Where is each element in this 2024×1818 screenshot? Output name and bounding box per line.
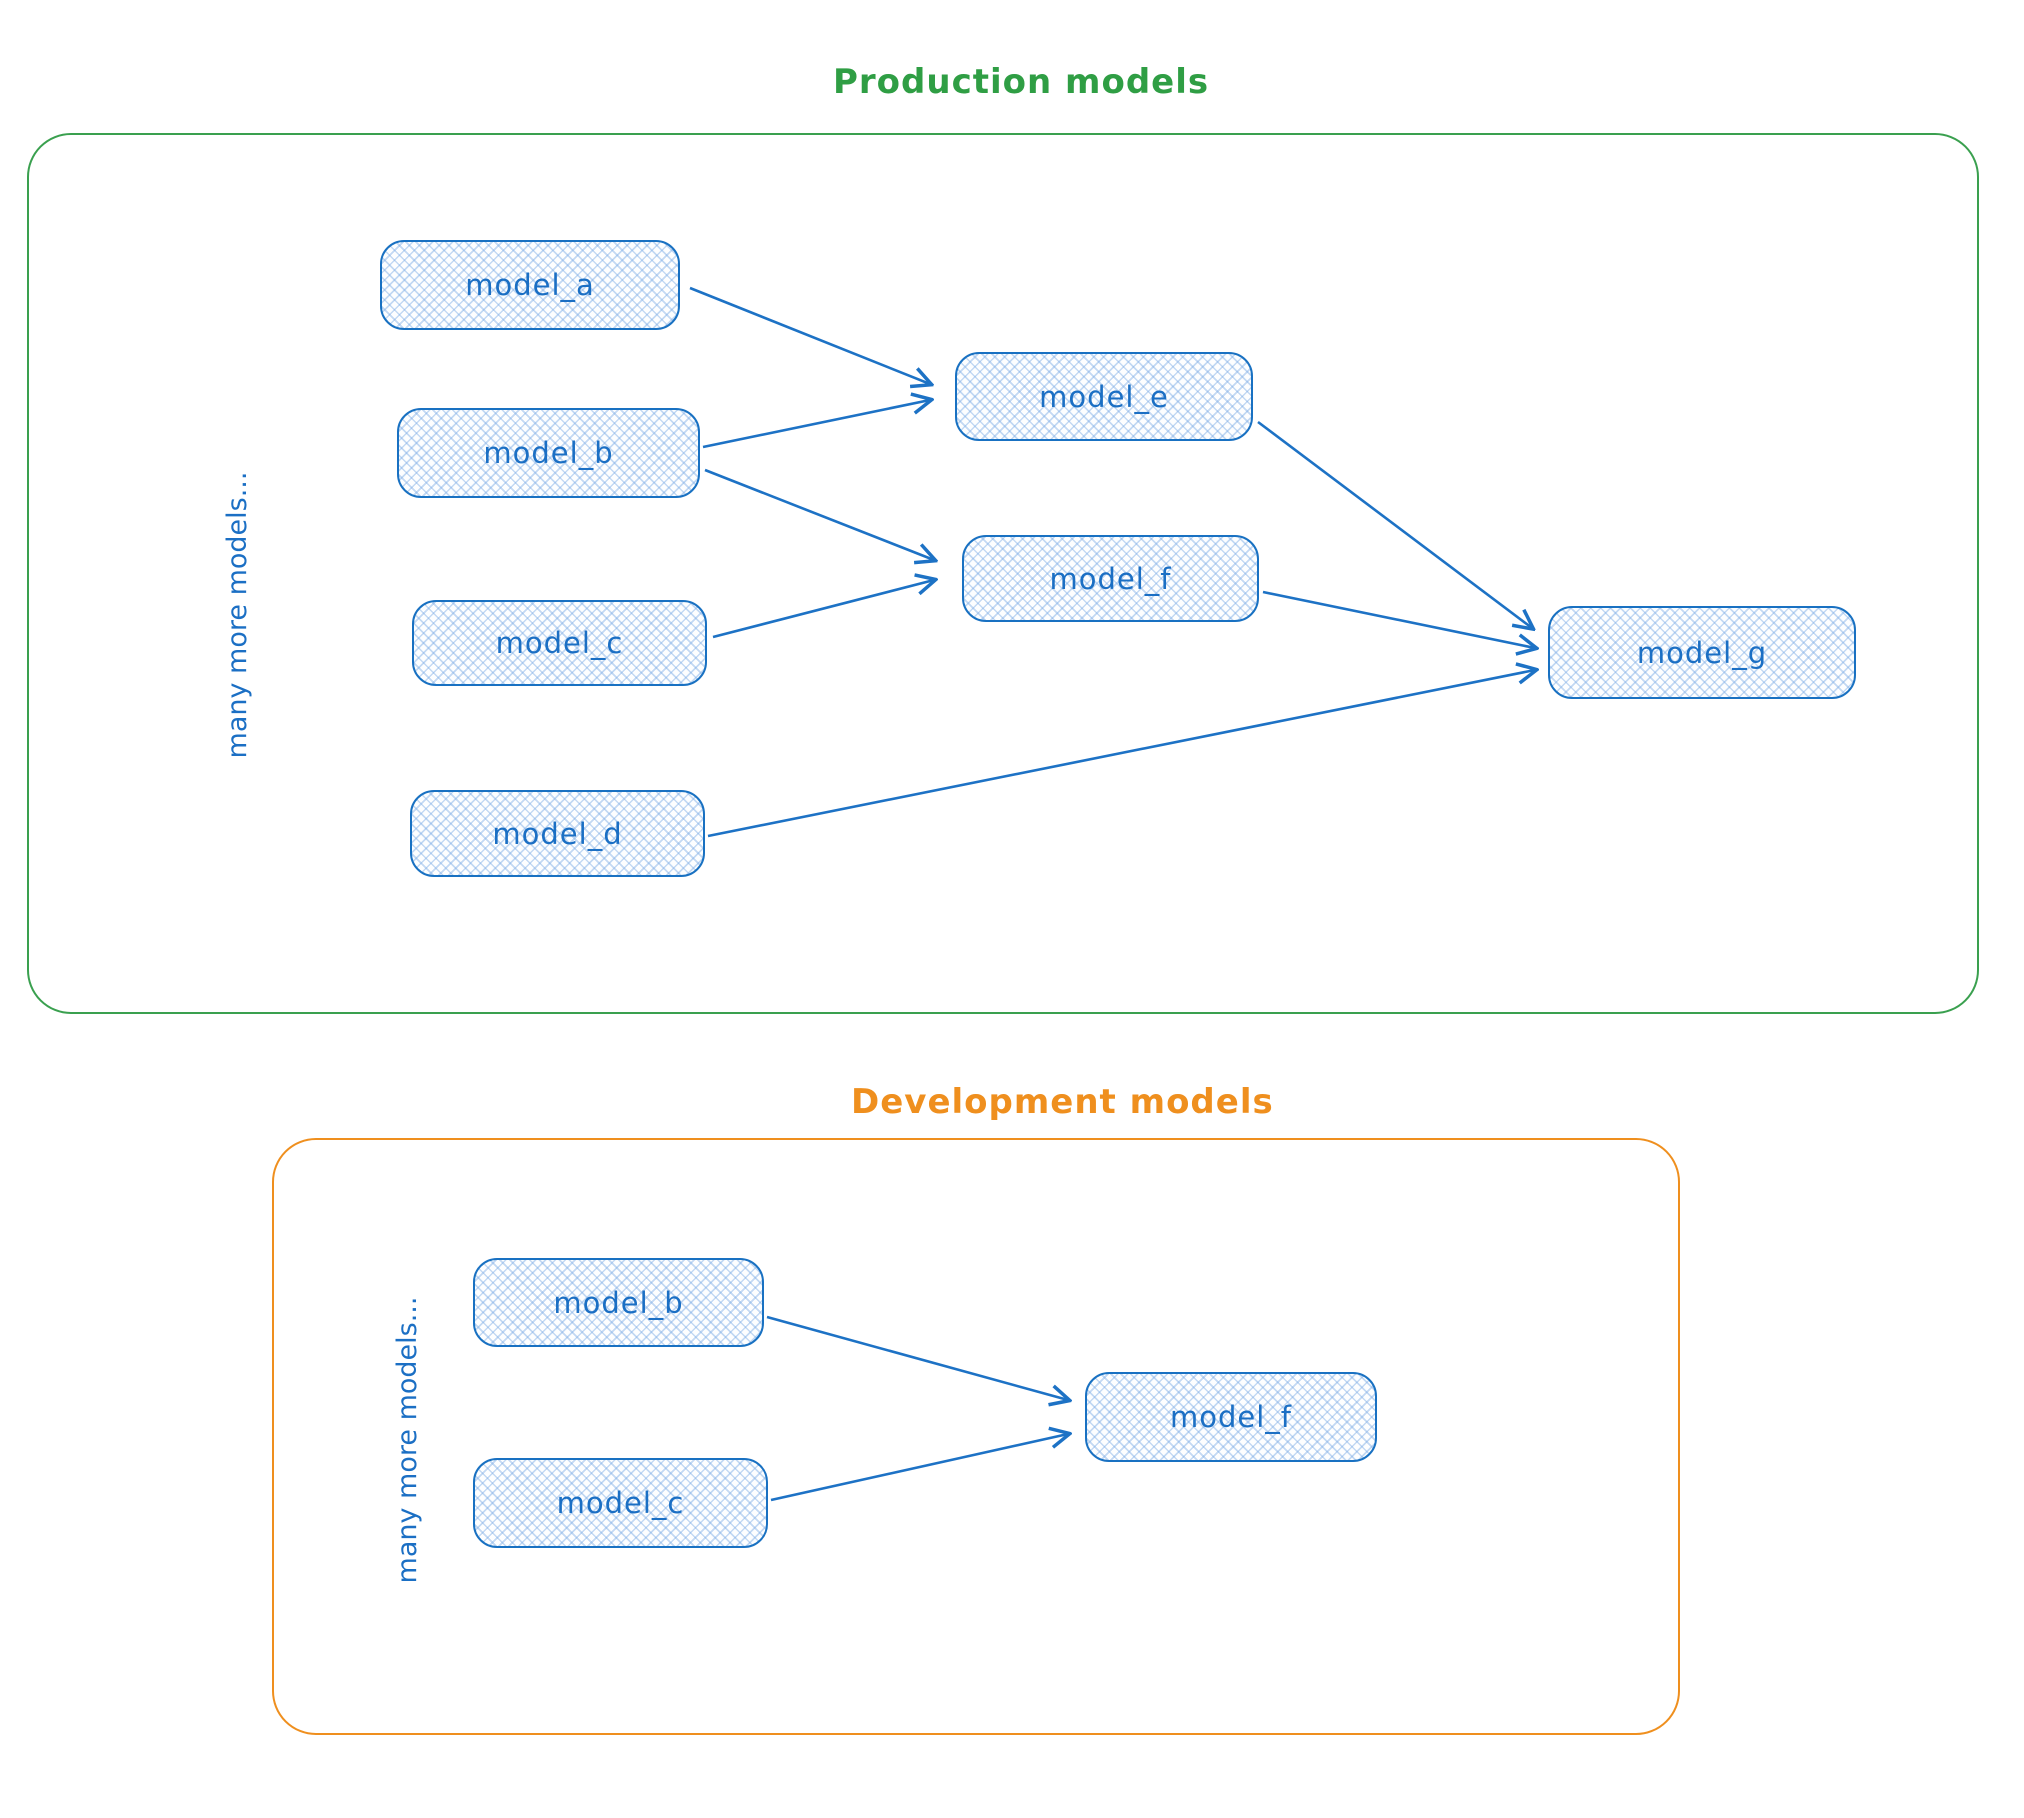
node-production-model-c: model_c (412, 600, 707, 686)
node-development-model-c: model_c (473, 1458, 768, 1548)
node-label: model_c (495, 626, 624, 660)
node-production-model-b: model_b (397, 408, 700, 498)
node-label: model_g (1636, 635, 1768, 670)
production-side-label: many more models... (222, 471, 253, 759)
production-section-title: Production models (833, 62, 1210, 102)
development-side-label: many more models... (392, 1296, 423, 1584)
development-section-title: Development models (851, 1082, 1274, 1122)
development-section-frame (272, 1138, 1680, 1735)
node-production-model-g: model_g (1548, 606, 1856, 699)
node-label: model_f (1169, 1400, 1292, 1434)
node-production-model-e: model_e (955, 352, 1253, 441)
node-development-model-f: model_f (1085, 1372, 1377, 1462)
node-label: model_b (553, 1285, 684, 1320)
production-section-frame (27, 133, 1979, 1014)
node-development-model-b: model_b (473, 1258, 764, 1347)
node-label: model_d (492, 816, 623, 851)
node-production-model-a: model_a (380, 240, 680, 330)
node-label: model_c (556, 1486, 685, 1520)
node-label: model_a (465, 268, 595, 302)
node-label: model_f (1049, 561, 1172, 596)
node-label: model_e (1039, 379, 1169, 414)
node-production-model-f: model_f (962, 535, 1259, 622)
node-production-model-d: model_d (410, 790, 705, 877)
node-label: model_b (483, 436, 614, 470)
